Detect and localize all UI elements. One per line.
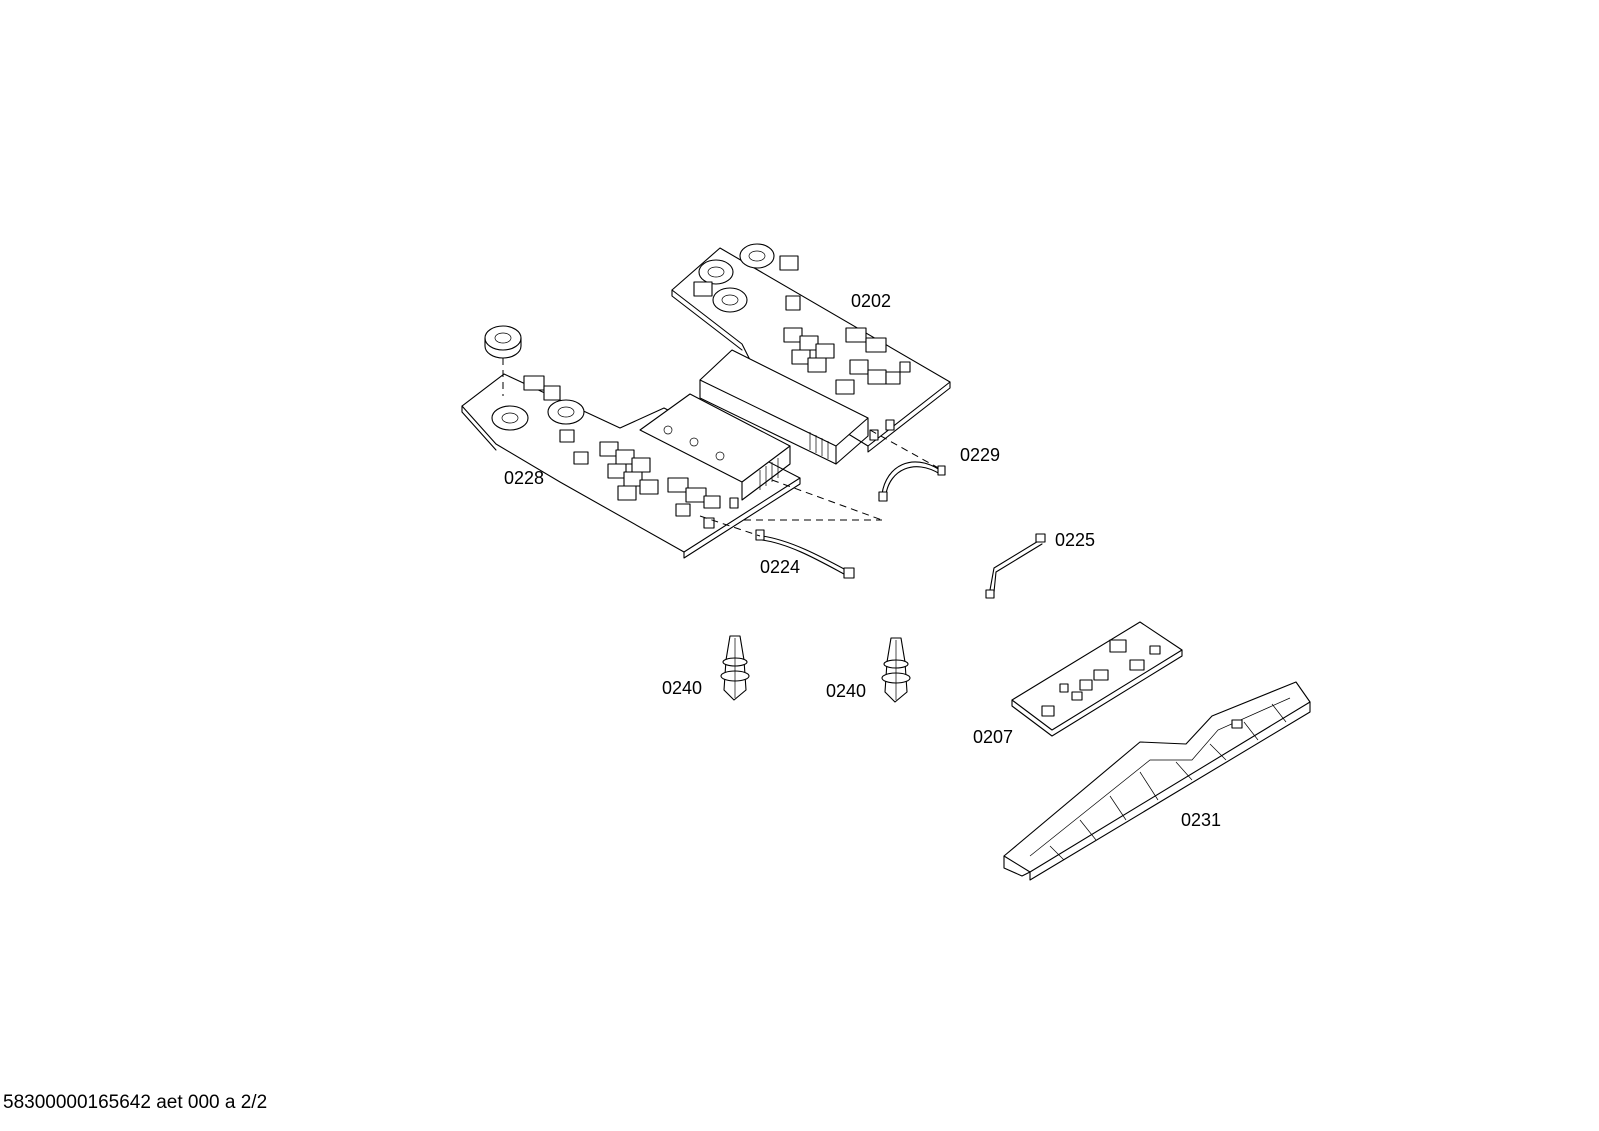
part-label-0240-right: 0240 xyxy=(826,681,866,701)
part-0240-spacer[interactable] xyxy=(881,637,911,703)
part-label-0202: 0202 xyxy=(851,291,891,311)
part-label-0225: 0225 xyxy=(1055,530,1095,550)
part-0225-cable[interactable] xyxy=(985,533,1046,599)
part-label-0224: 0224 xyxy=(760,557,800,577)
part-label-0207: 0207 xyxy=(973,727,1013,747)
part-0207-control-board[interactable] xyxy=(1011,621,1183,737)
part-0229-cable[interactable] xyxy=(878,461,946,502)
part-label-0231: 0231 xyxy=(1181,810,1221,830)
toroid-coil xyxy=(491,399,585,431)
document-id-footer: 58300000165642 aet 000 a 2/2 xyxy=(3,1092,268,1113)
part-label-0228: 0228 xyxy=(504,468,544,488)
toroid-coil xyxy=(698,243,775,313)
part-0240-spacer[interactable] xyxy=(720,635,750,701)
part-0224-cable[interactable] xyxy=(755,529,855,579)
part-0228-power-board[interactable] xyxy=(461,325,801,559)
heat-sink xyxy=(639,393,791,501)
part-label-0240-left: 0240 xyxy=(662,678,702,698)
part-label-0229: 0229 xyxy=(960,445,1000,465)
heat-sink xyxy=(699,349,869,465)
part-0231-frame[interactable] xyxy=(1003,681,1311,881)
part-0202-power-board[interactable] xyxy=(671,243,951,465)
toroid-coil xyxy=(484,325,522,359)
capacitor-block xyxy=(783,327,911,395)
capacitor-block xyxy=(599,441,721,517)
